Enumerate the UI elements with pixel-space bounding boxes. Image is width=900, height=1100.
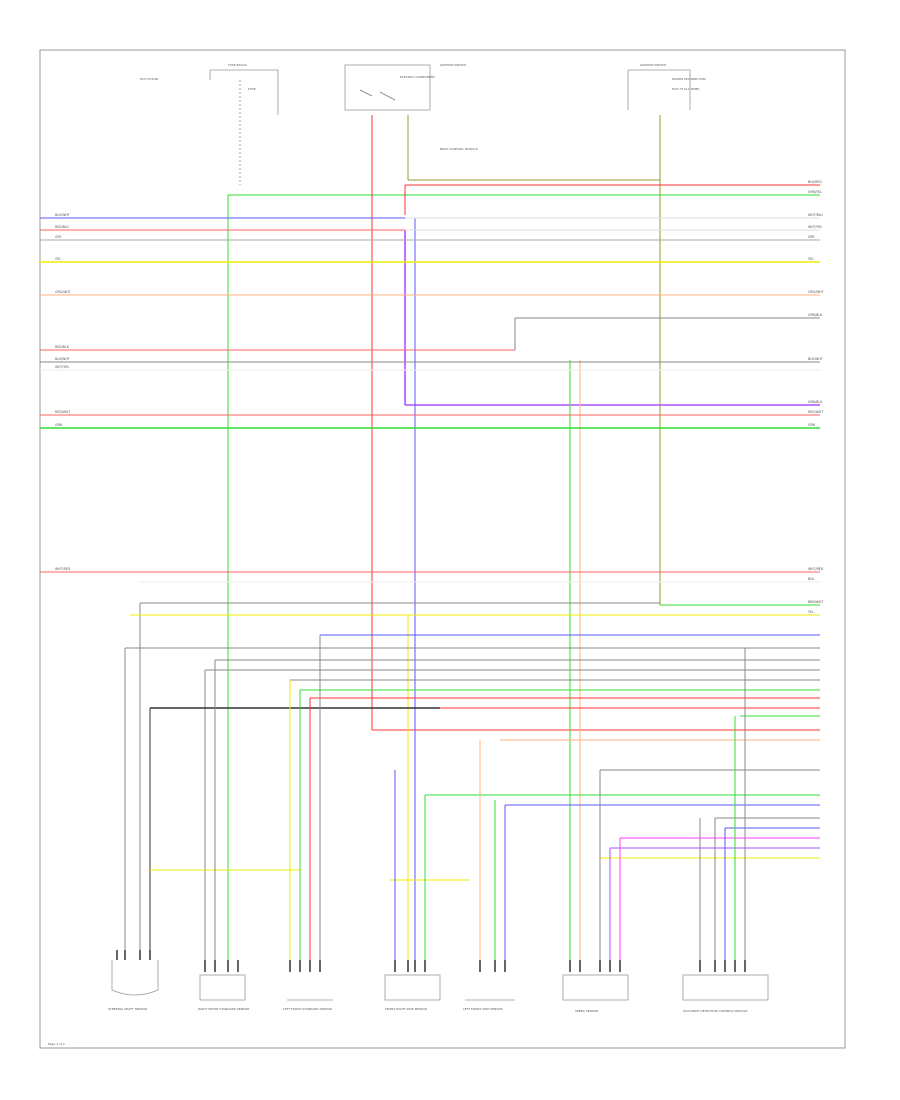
right-label-12: WHT/RED xyxy=(808,567,824,571)
right-label-11: GRN xyxy=(808,423,816,427)
left-label-blu-wht: BLU/WHT xyxy=(55,213,70,217)
top-label-power-distribution: POWER DISTRIBUTION xyxy=(672,77,706,81)
ignition-switch-box: IGNITION SWITCH ELECTRIC COMPONENT BODY … xyxy=(344,63,478,151)
component-left-front-standard-sensor: LEFT FRONT STANDARD SENSOR xyxy=(283,999,333,1011)
component-right-front-standard-sensor: RIGHT FRONT STANDARD SENSOR xyxy=(198,974,249,1011)
vertical-wires xyxy=(227,115,820,960)
left-wire-labels: BLU/WHT RED/BLU GRY YEL ORG/WHT RED/BLK … xyxy=(55,213,71,571)
left-label-wht-red: WHT/RED xyxy=(55,567,71,571)
left-label-org-wht: ORG/WHT xyxy=(55,290,71,294)
top-label-bcm: BODY CONTROL MODULE xyxy=(440,147,478,151)
right-label-5: YEL xyxy=(808,257,814,261)
right-label-4: GRY xyxy=(808,235,814,239)
label-occupant-detection-module: OCCUPANT DETECTION CONTROL MODULE xyxy=(683,1009,747,1013)
label-left-front-side-sensor: LEFT FRONT SIDE SENSOR xyxy=(463,1007,503,1011)
right-power-distribution: IGNITION SWITCH POWER DISTRIBUTION HOT A… xyxy=(627,63,706,110)
top-label-hot-at-all-times: HOT AT ALL TIMES xyxy=(672,87,700,91)
left-label-red-wht: RED/WHT xyxy=(55,410,70,414)
label-speed-sensor: SPEED SENSOR xyxy=(575,1009,598,1013)
component-steering-shaft-sensor: STEERING SHAFT SENSOR xyxy=(108,960,159,1011)
right-label-15: YEL xyxy=(808,610,814,614)
right-label-1: GRN/YEL xyxy=(808,190,822,194)
right-label-6: ORG/WHT xyxy=(808,290,824,294)
component-drops xyxy=(214,635,746,960)
left-label-gry: GRY xyxy=(55,235,61,239)
right-label-10: RED/WHT xyxy=(808,410,823,414)
right-label-14: BRN/WHT xyxy=(808,600,823,604)
label-steering-shaft-sensor: STEERING SHAFT SENSOR xyxy=(108,1007,147,1011)
component-speed-sensor: SPEED SENSOR xyxy=(562,974,629,1013)
diagram-border xyxy=(39,49,846,1049)
left-label-red-blu: RED/BLU xyxy=(55,225,70,229)
component-left-front-side-sensor: LEFT FRONT SIDE SENSOR xyxy=(463,999,515,1011)
left-label-blk-wht: BLK/WHT xyxy=(55,357,70,361)
label-front-right-side-sensor: FRONT RIGHT SIDE SENSOR xyxy=(385,1007,427,1011)
right-label-13: BLK xyxy=(808,577,815,581)
right-label-7: GRN/BLK xyxy=(808,313,823,317)
horizontal-wires xyxy=(40,217,820,960)
right-label-8: BLK/WHT xyxy=(808,357,823,361)
left-label-red-blk: RED/BLK xyxy=(55,345,70,349)
right-label-9: GRN/BLU xyxy=(808,400,823,404)
top-label-fuse-a: FUSE xyxy=(248,87,256,91)
top-label-fuse-block: FUSE BLOCK xyxy=(228,63,248,67)
left-label-grn: GRN xyxy=(55,423,63,427)
right-label-3: WHT/YEL xyxy=(808,225,823,229)
connector-pins xyxy=(116,950,746,972)
top-label-ignition-switch-2: IGNITION SWITCH xyxy=(640,63,666,67)
top-label-electric-component: ELECTRIC COMPONENT xyxy=(400,75,435,79)
right-wire-labels: BLK/RED GRN/YEL WHT/BLU WHT/YEL GRY YEL … xyxy=(808,180,824,614)
component-front-right-side-sensor: FRONT RIGHT SIDE SENSOR xyxy=(384,974,441,1011)
top-fuse-block: FUSE BLOCK HOT IN RUN FUSE xyxy=(140,63,279,185)
right-label-2: WHT/BLU xyxy=(808,213,823,217)
component-occupant-detection-module: OCCUPANT DETECTION CONTROL MODULE xyxy=(682,974,769,1013)
label-right-front-standard-sensor: RIGHT FRONT STANDARD SENSOR xyxy=(198,1007,249,1011)
page-footer: Page 1 of 2 xyxy=(48,1042,65,1046)
top-label-ignition-switch: IGNITION SWITCH xyxy=(440,63,466,67)
left-label-wht-yel: WHT/YEL xyxy=(55,365,70,369)
label-left-front-standard-sensor: LEFT FRONT STANDARD SENSOR xyxy=(283,1007,332,1011)
right-label-0: BLK/RED xyxy=(808,180,822,184)
left-label-yel: YEL xyxy=(55,257,61,261)
top-label-hot-in-run: HOT IN RUN xyxy=(140,77,158,81)
